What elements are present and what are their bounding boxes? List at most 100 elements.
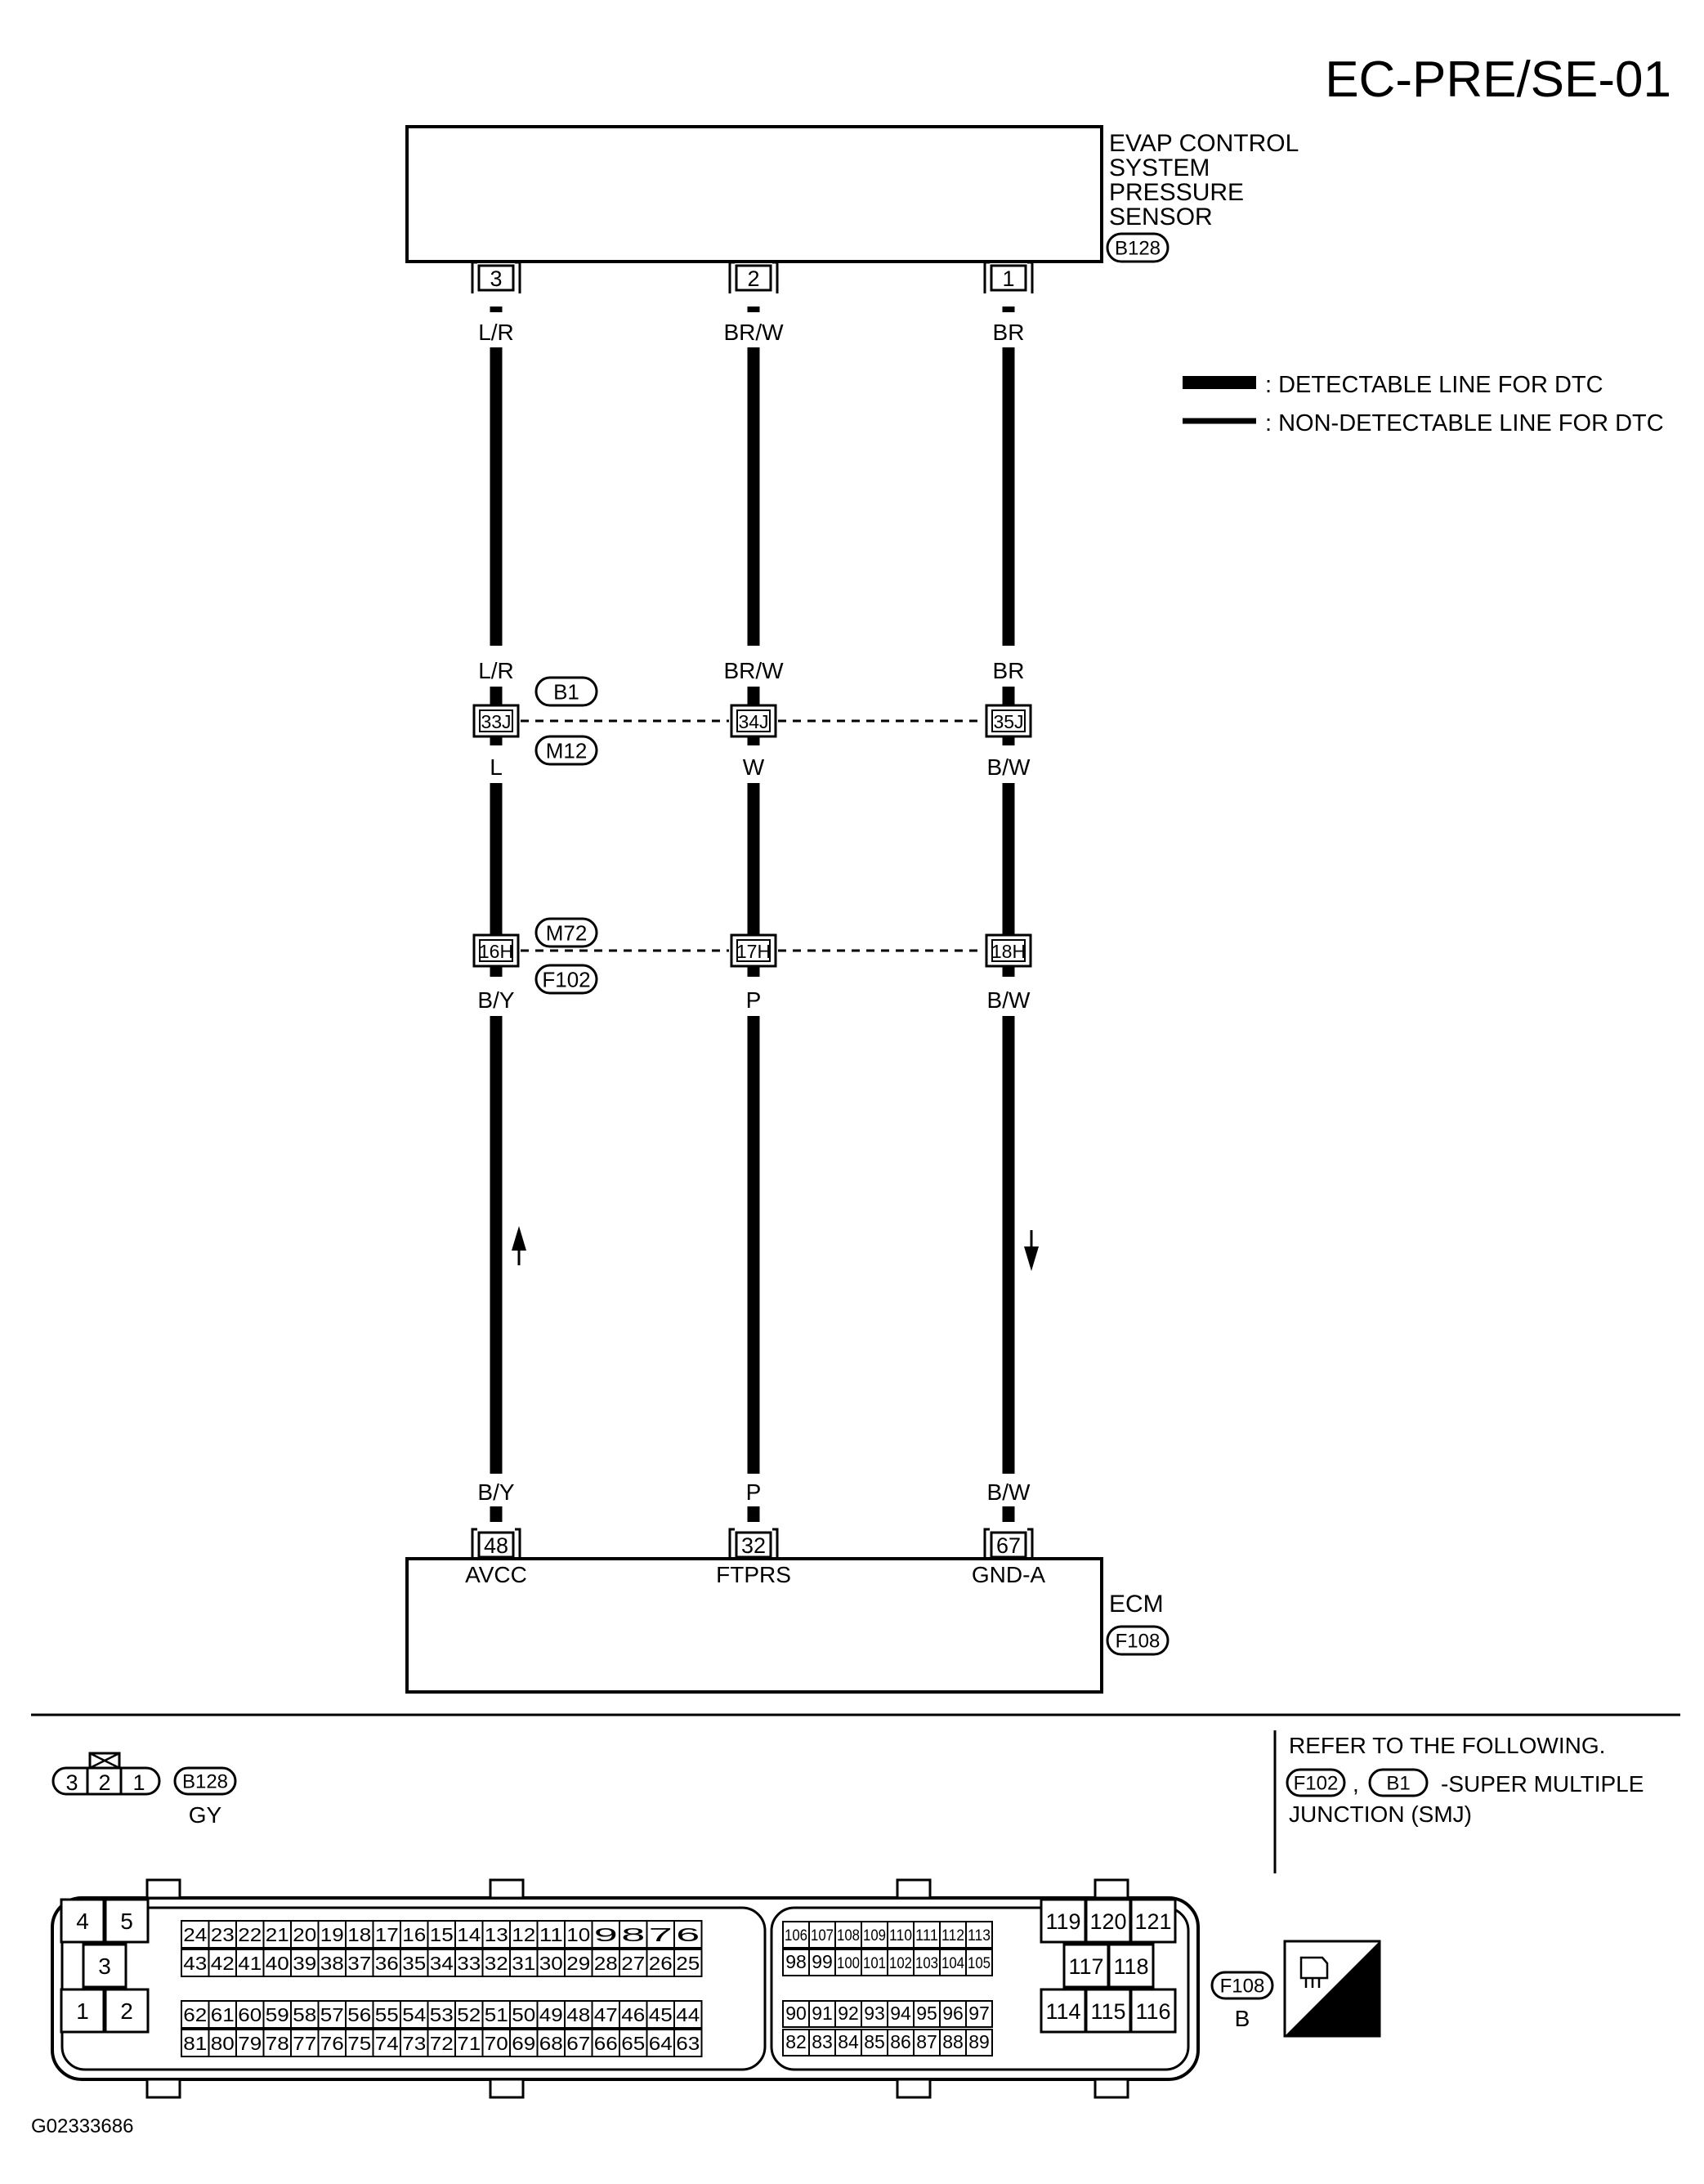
f108-cell-pin: 113 xyxy=(968,1927,991,1945)
f108-cell-pin: 52 xyxy=(457,2004,481,2025)
f108-cell xyxy=(646,2029,675,2057)
wire-color-label: B/W xyxy=(987,987,1031,1013)
ecm-pin-48-bracket xyxy=(471,1528,521,1560)
f108-lock-tab xyxy=(145,2078,181,2099)
f108-cell xyxy=(965,1921,993,1949)
f108-cell-pin: 96 xyxy=(942,2003,964,2024)
f108-cell-pin: 118 xyxy=(1113,1954,1148,1979)
f108-cell-pin: 77 xyxy=(293,2033,316,2054)
f108-cell-pin: 17 xyxy=(375,1924,399,1945)
f108-cell-pin: 95 xyxy=(916,2003,937,2024)
f108-cell xyxy=(536,2029,566,2057)
f108-cell xyxy=(208,1949,237,1977)
junction-2-connector-a-outline xyxy=(534,917,598,948)
refer-connector-b-label: B1 xyxy=(1386,1773,1410,1795)
f108-cell-pin: 1 xyxy=(76,1998,89,2024)
f108-cell xyxy=(965,2000,993,2028)
ecm-pin-48-label: 48 xyxy=(484,1533,508,1558)
f108-cell-pin: 30 xyxy=(539,1953,563,1974)
f108-cell-pin: 54 xyxy=(402,2004,426,2025)
ecm-terminal-label: AVCC xyxy=(465,1562,527,1587)
wire-color-label: BR/W xyxy=(723,658,784,683)
f108-cell xyxy=(646,1920,675,1949)
b128-face-color: GY xyxy=(189,1802,222,1828)
f108-cell xyxy=(939,1949,967,1976)
f108-cell xyxy=(454,1949,484,1977)
sensor-pin-1-box xyxy=(990,264,1027,292)
f108-cell xyxy=(345,1949,374,1977)
f108-cell-pin: 88 xyxy=(942,2031,964,2052)
f108-lock-tab xyxy=(896,2078,932,2099)
f108-cell-pin: 112 xyxy=(941,1927,964,1945)
f108-cell xyxy=(939,2000,967,2028)
junction-pin-16H-label: 16H xyxy=(479,941,513,962)
ecm-name: ECM xyxy=(1109,1591,1164,1618)
f108-cell xyxy=(345,2000,374,2029)
sensor-connector-tag-label: B128 xyxy=(1115,238,1161,260)
f108-cell-pin: 60 xyxy=(238,2004,262,2025)
f108-cell xyxy=(235,1920,265,1949)
f108-cell-pin: 23 xyxy=(211,1924,235,1945)
junction-1-connector-b: M12 xyxy=(534,735,598,766)
sensor-pin-2-label: 2 xyxy=(747,266,759,291)
signal-arrow-down-icon xyxy=(1024,1246,1039,1271)
f108-cell-pin: 84 xyxy=(838,2031,859,2052)
f108-cell xyxy=(290,1949,320,1977)
f108-cell xyxy=(60,1988,105,2034)
junction-pin-18H-inner xyxy=(991,939,1026,962)
sensor-pin-1: 1 xyxy=(983,261,1034,293)
f108-cell xyxy=(564,2000,593,2029)
f108-cell xyxy=(564,1920,593,1949)
f108-cell-pin: 73 xyxy=(402,2033,426,2054)
junction-pin-16H-inner xyxy=(479,939,513,962)
f108-lock-tab xyxy=(1094,2078,1129,2099)
f108-lock-tab xyxy=(489,1878,525,1900)
junction-pin-33J-inner xyxy=(479,709,513,732)
junction-1-connector-a-label: B1 xyxy=(553,679,579,704)
ecm-connector-tag-label: F108 xyxy=(1116,1631,1161,1653)
refer-connector-b: B1 xyxy=(1368,1768,1429,1797)
f108-cell-pin: 27 xyxy=(621,1953,645,1974)
f108-cell xyxy=(1085,1898,1132,1944)
f108-cell-pin: 111 xyxy=(915,1927,938,1945)
f108-cell-pin: 107 xyxy=(811,1927,834,1945)
lock-x-icon xyxy=(89,1752,120,1770)
f108-cell-pin: 68 xyxy=(539,2033,563,2054)
f108-cell xyxy=(673,2029,703,2057)
b128-face-tag: B128 xyxy=(173,1766,237,1796)
f108-cell xyxy=(673,2000,703,2029)
wire-color-label: BR/W xyxy=(723,320,784,345)
f108-cell-pin: 15 xyxy=(430,1924,454,1945)
junction-pin-35J: 35J xyxy=(985,704,1032,738)
f108-cell-pin: 83 xyxy=(812,2031,833,2052)
f108-cell-pin: 78 xyxy=(266,2033,289,2054)
wire-color-label: W xyxy=(743,754,765,780)
sensor-pin-2-bracket xyxy=(728,261,779,293)
f108-cell xyxy=(782,2000,810,2028)
f108-cell-pin: 81 xyxy=(183,2033,207,2054)
f108-cell-pin: 63 xyxy=(676,2033,700,2054)
page-code: EC-PRE/SE-01 xyxy=(1325,51,1671,108)
junction-pin-18H-label: 18H xyxy=(991,941,1026,962)
f108-cell-pin: 69 xyxy=(512,2033,535,2054)
f108-cell xyxy=(887,2029,915,2056)
ecm-connector-tag: F108 xyxy=(1106,1625,1170,1656)
f108-lock-tab xyxy=(489,2078,525,2099)
sensor-pin-3: 3 xyxy=(471,261,521,293)
f108-cell-pin: 98 xyxy=(785,1951,807,1972)
junction-1-connector-b-outline xyxy=(534,735,598,766)
f108-cell-pin: 46 xyxy=(621,2004,645,2025)
wire-color-label: B/W xyxy=(987,1479,1031,1505)
f108-lock-tab xyxy=(145,1878,181,1900)
f108-cell-pin: 86 xyxy=(890,2031,911,2052)
f108-cell xyxy=(427,1920,456,1949)
f108-cell-pin: 58 xyxy=(293,2004,316,2025)
ecm-pin-32-bracket xyxy=(728,1528,779,1560)
f108-cell-pin: 92 xyxy=(838,2003,859,2024)
f108-cell-pin: 100 xyxy=(837,1955,860,1972)
junction-pin-18H: 18H xyxy=(985,933,1032,968)
f108-cell-pin: 101 xyxy=(863,1955,886,1972)
f108-cell-pin: 70 xyxy=(485,2033,508,2054)
sensor-pin-3-label: 3 xyxy=(490,266,502,291)
